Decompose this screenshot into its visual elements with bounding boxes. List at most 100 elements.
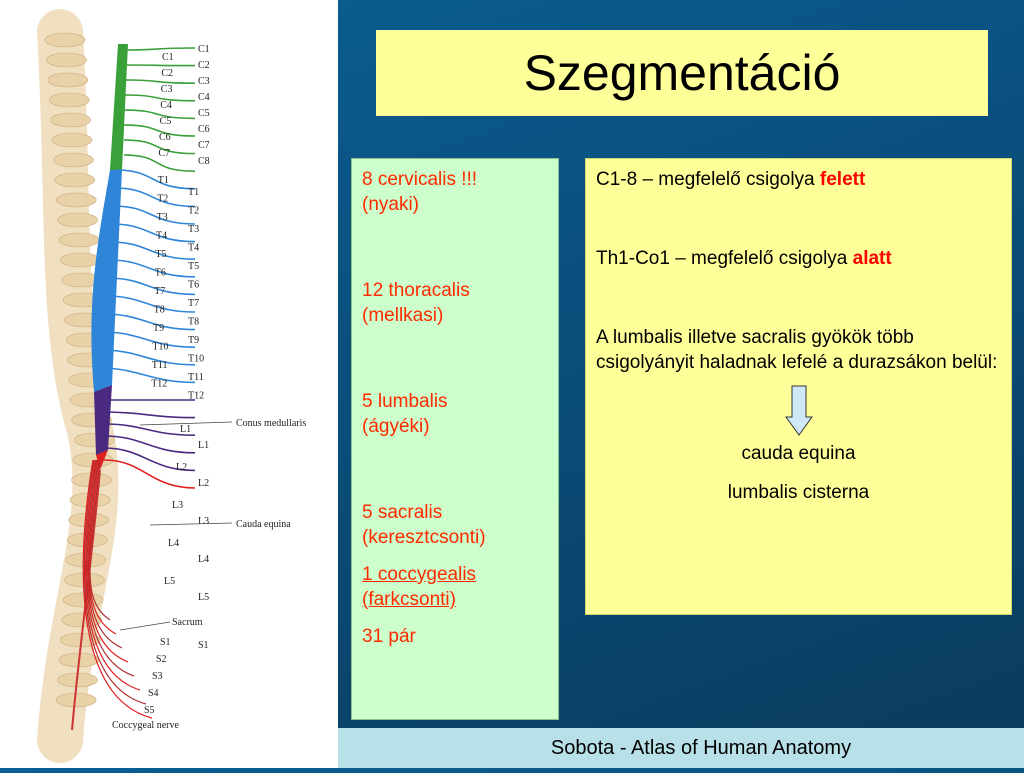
spinal-nerve-label: C5 [198, 108, 210, 119]
lumbalis-cisterna-text: lumbalis cisterna [727, 482, 870, 503]
nerve-root [99, 367, 196, 384]
total-pairs-text: 31 pár [362, 626, 416, 647]
nerve-root [100, 349, 196, 366]
spinal-nerve-label: L5 [198, 592, 209, 603]
vertebra [46, 52, 87, 68]
vertebra [58, 232, 100, 248]
spinal-nerve-label: T4 [188, 243, 199, 254]
vertebra [51, 132, 93, 148]
nerve-root [123, 79, 196, 84]
coccygealis-hu-text: (farkcsonti) [362, 589, 456, 610]
title-box: Szegmentáció [376, 30, 988, 116]
vertebra [44, 32, 86, 48]
vertebra-label: S3 [152, 671, 163, 682]
sacral-nerve [82, 459, 153, 719]
vertebra-label: T2 [157, 194, 168, 205]
vertebra [55, 192, 97, 208]
vertebra-label: T1 [158, 175, 169, 186]
cervicalis-hu-text: (nyaki) [362, 194, 420, 215]
cervical-rule-line: C1-8 – megfelelő csigolya felett [596, 169, 866, 190]
vertebra [61, 612, 102, 628]
sacral-nerve [87, 459, 129, 663]
sacrum-label: Sacrum [172, 617, 203, 628]
spinal-nerve-label: T3 [188, 224, 199, 235]
vertebra [53, 152, 94, 168]
vertebra [60, 252, 101, 268]
spinal-nerve-label: T12 [188, 391, 204, 402]
nerve-root [123, 64, 196, 67]
spinal-nerve-label: C8 [198, 156, 210, 167]
thoracalis-text: 12 thoracalis [362, 280, 470, 301]
sacral-nerve [89, 459, 111, 621]
spinal-nerve-label: T8 [188, 317, 199, 328]
down-arrow-icon [596, 385, 1001, 437]
vertebra [50, 112, 91, 128]
sacralis-text: 5 sacralis [362, 502, 443, 523]
spinal-nerve-label: L4 [198, 554, 209, 565]
nerve-root [103, 447, 196, 472]
spinal-nerve-label: C2 [198, 60, 210, 71]
spinal-nerve-label: T11 [188, 372, 204, 383]
spinal-nerve-label: T6 [188, 280, 199, 291]
coccygealis-text: 1 coccygealis [362, 564, 477, 585]
sacralis-hu-text: (keresztcsonti) [362, 527, 486, 548]
vertebra [47, 72, 89, 88]
vertebra-label: C5 [160, 116, 172, 127]
vertebra [62, 592, 104, 608]
nerve-roots [82, 47, 196, 719]
spinal-nerve-label: T5 [188, 261, 199, 272]
vertebra-label: T7 [154, 286, 165, 297]
vertebra-label: L5 [164, 576, 175, 587]
spinal-nerve-label: T7 [188, 298, 199, 309]
sacral-nerve [87, 459, 123, 649]
vertebra-label: T12 [151, 379, 167, 390]
nerve-root [103, 313, 196, 331]
spinal-nerve-label: T9 [188, 335, 199, 346]
lumbalis-hu-text: (ágyéki) [362, 416, 430, 437]
sacral-nerve [84, 459, 141, 691]
vertebra-label: S2 [156, 654, 167, 665]
cervicalis-text: 8 cervicalis !!! [362, 169, 478, 190]
sacral-nerve [88, 459, 117, 635]
nerve-root [123, 109, 196, 120]
vertebra-label: L4 [168, 538, 179, 549]
spine-diagram: C1C2C3C4C5C6C7T1T2T3T4T5T6T7T8T9T10T11T1… [37, 9, 306, 763]
nerve-root [102, 331, 196, 348]
vertebra-label: S1 [160, 637, 171, 648]
nerve-root [123, 139, 196, 155]
vertebra [48, 92, 90, 108]
cord-thoracic [91, 170, 122, 392]
spinal-nerve-label: L3 [198, 516, 209, 527]
lumbalis-text: 5 lumbalis [362, 391, 448, 412]
vertebra-label: C6 [159, 132, 171, 143]
vertebra-label: C1 [162, 52, 174, 63]
vertebra-label: T6 [155, 268, 166, 279]
vertebra-label: T9 [153, 323, 164, 334]
spinal-nerve-label: C1 [198, 44, 210, 55]
nerve-root [103, 435, 196, 454]
spinal-nerve-label: L1 [198, 440, 209, 451]
vertebra-label: T11 [152, 360, 168, 371]
nerve-root [108, 259, 196, 278]
vertebra [54, 172, 96, 188]
spinal-nerve-label: C6 [198, 124, 210, 135]
vertebra-label: C4 [160, 100, 172, 111]
felett-emphasis: felett [819, 169, 866, 190]
nerve-root [123, 47, 196, 51]
vertebra-label: S5 [144, 705, 155, 716]
nerve-root [114, 187, 196, 208]
spinal-nerve-label: S1 [198, 640, 209, 651]
cauda-equina-text: cauda equina [741, 443, 856, 464]
inner-labels: C1C2C3C4C5C6C7T1T2T3T4T5T6T7T8T9T10T11T1… [144, 52, 191, 716]
cord-lumbar [94, 385, 112, 455]
nerve-root [123, 154, 196, 172]
vertebra-label: T4 [156, 231, 167, 242]
nerve-root [123, 94, 196, 102]
cauda-equina-label: Cauda equina [236, 519, 291, 530]
vertebra-label: T3 [157, 212, 168, 223]
spinal-nerve-label: C7 [198, 140, 210, 151]
nerve-root [106, 277, 196, 296]
spinal-nerve-label: T10 [188, 354, 204, 365]
sacral-nerve [83, 459, 147, 705]
